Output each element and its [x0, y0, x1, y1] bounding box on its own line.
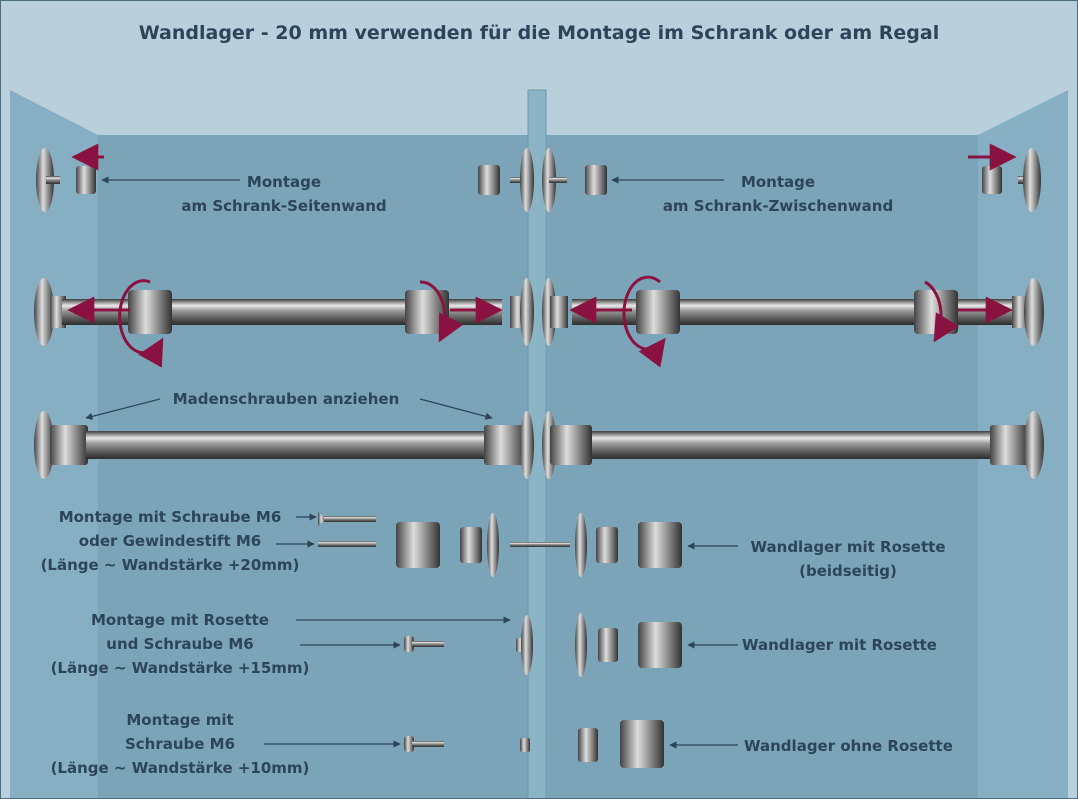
label-left-group2: Montage mit Rosette und Schraube M6 (Län… — [50, 611, 310, 677]
label-montage-zwischenwand: Montage am Schrank-Zwischenwand — [662, 173, 894, 215]
row2-rods — [34, 275, 1044, 368]
label-left-group3: Montage mit Schraube M6 (Länge ~ Wandstä… — [50, 711, 310, 777]
label-montage-seitenwand: Montage am Schrank-Seitenwand — [181, 173, 387, 215]
row6-parts — [264, 720, 738, 768]
row5-parts — [296, 613, 738, 677]
label-madenschrauben: Madenschrauben anziehen — [172, 390, 400, 408]
row4-parts — [276, 512, 738, 577]
label-right-group1: Wandlager mit Rosette (beidseitig) — [750, 538, 946, 580]
row1-parts — [36, 143, 1041, 212]
page-title: Wandlager - 20 mm verwenden für die Mont… — [138, 22, 940, 44]
label-right-group3: Wandlager ohne Rosette — [744, 737, 953, 755]
label-right-group2: Wandlager mit Rosette — [742, 636, 937, 654]
row3-assembled-rod — [34, 398, 1044, 479]
label-left-group1: Montage mit Schraube M6 oder Gewindestif… — [40, 508, 300, 574]
